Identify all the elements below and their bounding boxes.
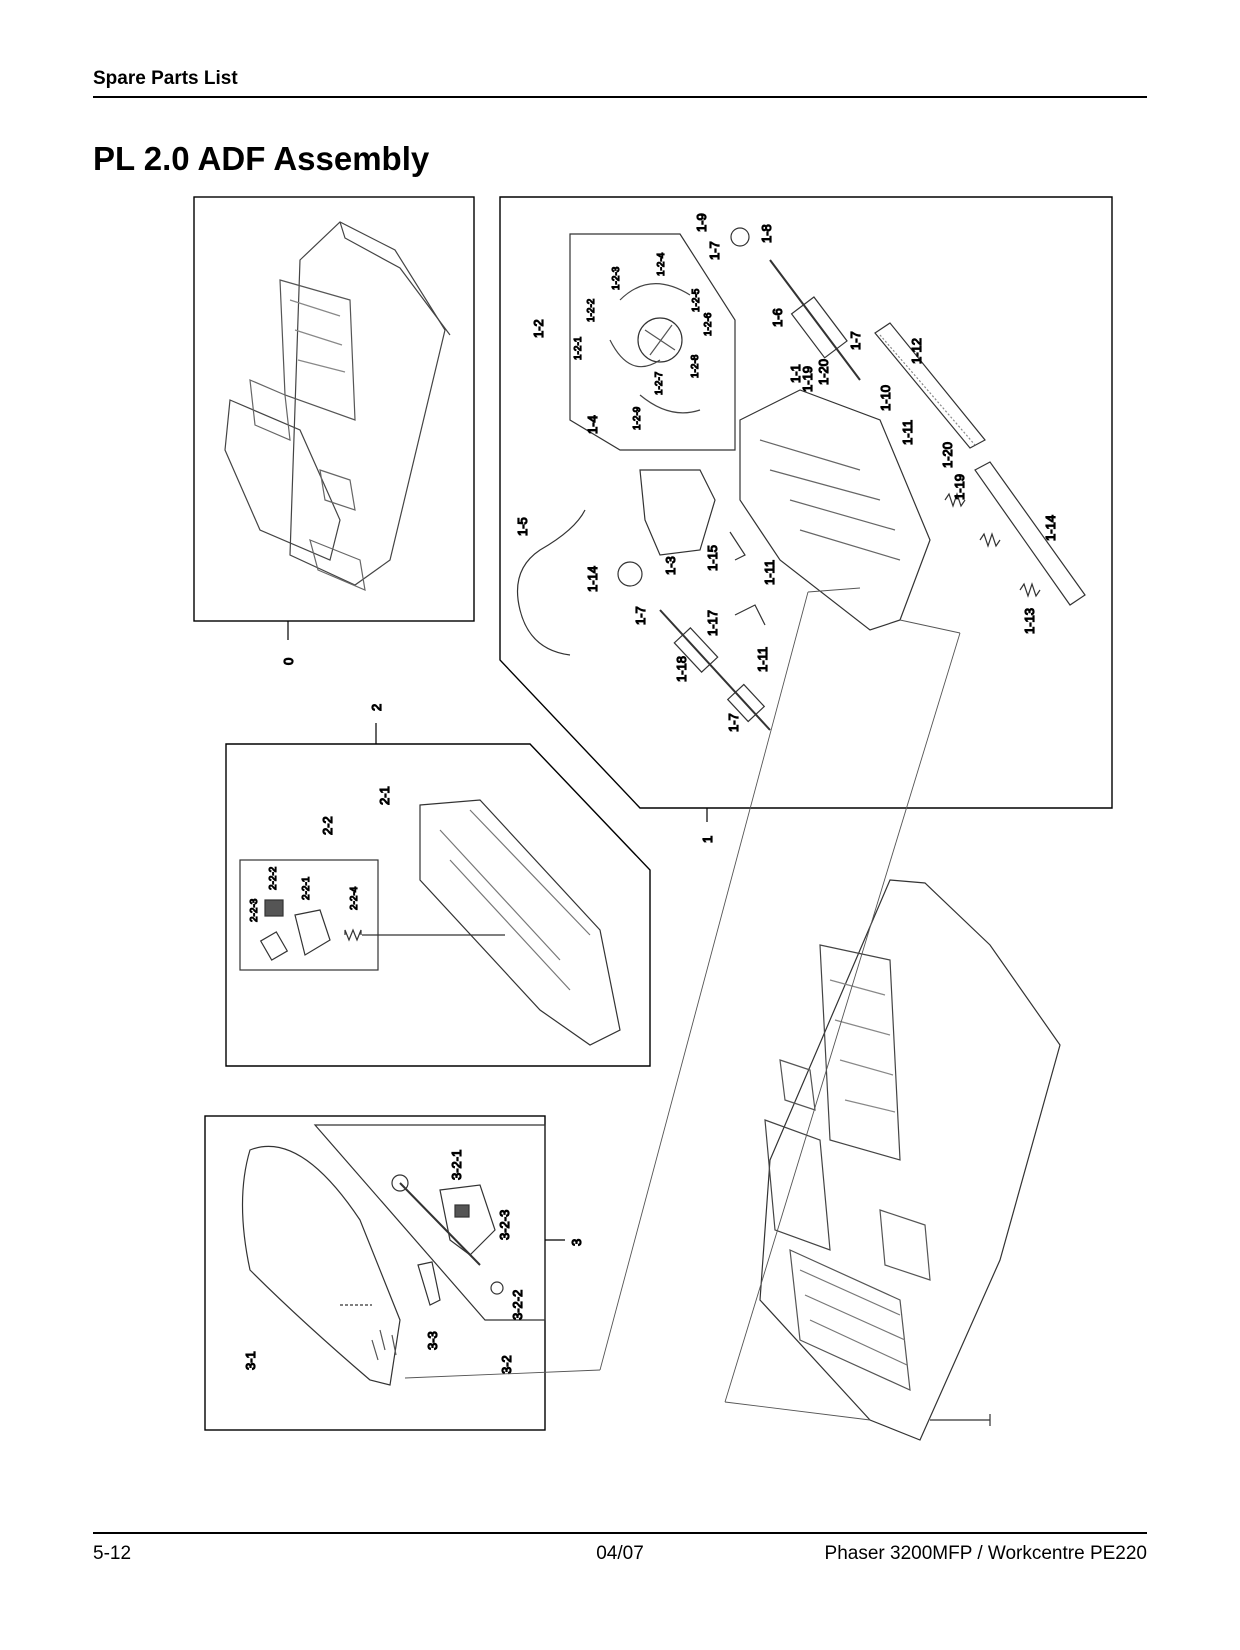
callout-2-2-4: 2-2-4 [349, 886, 360, 910]
callout-3-2-2: 3-2-2 [510, 1290, 525, 1320]
callout-1-2-2: 1-2-2 [586, 298, 597, 322]
callout-2-2: 2-2 [320, 816, 335, 835]
callout-1-11-bottom: 1-11 [755, 647, 770, 672]
callout-1-11-mid: 1-11 [762, 560, 777, 585]
panel-1-frame-exploded [499, 196, 1113, 809]
callout-0: 0 [281, 658, 296, 665]
callout-1-17: 1-17 [705, 610, 720, 636]
panel-0-adf-overview [193, 196, 475, 622]
callout-1-12: 1-12 [909, 338, 924, 364]
callout-1-8: 1-8 [759, 224, 774, 243]
callout-1-13: 1-13 [1022, 608, 1037, 634]
callout-3-3: 3-3 [425, 1331, 440, 1350]
callout-2: 2 [369, 704, 384, 711]
callout-1-1: 1-1 [788, 364, 803, 383]
callout-1-9: 1-9 [694, 213, 709, 232]
callout-2-2-1: 2-2-1 [301, 876, 312, 900]
callout-1-2: 1-2 [531, 319, 546, 338]
callout-1-6: 1-6 [770, 308, 785, 327]
header-divider [93, 96, 1147, 98]
callout-3-2-3: 3-2-3 [497, 1210, 512, 1240]
callout-1-10: 1-10 [878, 385, 893, 411]
callout-1-7-right: 1-7 [848, 331, 863, 350]
callout-1-7-bottom: 1-7 [726, 713, 741, 732]
page-number: 5-12 [93, 1543, 132, 1564]
product-name: Phaser 3200MFP / Workcentre PE220 [824, 1543, 1147, 1564]
callout-3: 3 [569, 1239, 584, 1246]
callout-1-3: 1-3 [663, 556, 678, 575]
callout-1-14-right: 1-14 [1043, 515, 1058, 541]
callout-1: 1 [700, 836, 715, 843]
callout-2-1: 2-1 [377, 786, 392, 805]
callout-1-20-top: 1-20 [816, 359, 831, 385]
callout-1-15: 1-15 [705, 545, 720, 571]
callout-1-2-4: 1-2-4 [656, 252, 667, 276]
footer-divider [93, 1532, 1147, 1534]
callout-3-1: 3-1 [243, 1351, 258, 1370]
page-title: PL 2.0 ADF Assembly [93, 140, 430, 177]
callout-3-2: 3-2 [499, 1355, 514, 1374]
callout-1-20-right: 1-20 [940, 442, 955, 468]
assembly-leader-lines [404, 587, 961, 1421]
callout-1-2-9: 1-2-9 [632, 406, 643, 430]
callout-1-7-mid: 1-7 [633, 606, 648, 625]
callout-1-4: 1-4 [585, 415, 600, 434]
callout-1-2-7: 1-2-7 [654, 371, 665, 395]
panel-2-cover [225, 743, 651, 1067]
adf-complete-unit [759, 879, 1061, 1441]
callout-1-14-left: 1-14 [585, 566, 600, 592]
callout-1-18: 1-18 [674, 656, 689, 682]
callout-1-2-3: 1-2-3 [611, 266, 622, 290]
callout-2-2-3: 2-2-3 [249, 898, 260, 922]
callout-1-5: 1-5 [515, 517, 530, 536]
callout-3-2-1: 3-2-1 [449, 1150, 464, 1180]
callout-1-19-top: 1-19 [800, 366, 815, 392]
section-header: Spare Parts List [93, 68, 238, 89]
callout-1-7-top: 1-7 [707, 241, 722, 260]
callout-1-2-1: 1-2-1 [573, 336, 584, 360]
panel-3-open-cover [204, 1115, 546, 1431]
callout-1-2-6: 1-2-6 [703, 312, 714, 336]
callout-2-2-2: 2-2-2 [268, 866, 279, 890]
callout-1-2-5: 1-2-5 [691, 288, 702, 312]
callout-1-11-right: 1-11 [900, 420, 915, 445]
callout-1-19-right: 1-19 [952, 474, 967, 500]
revision-date: 04/07 [596, 1543, 644, 1564]
callout-1-2-8: 1-2-8 [690, 354, 701, 378]
